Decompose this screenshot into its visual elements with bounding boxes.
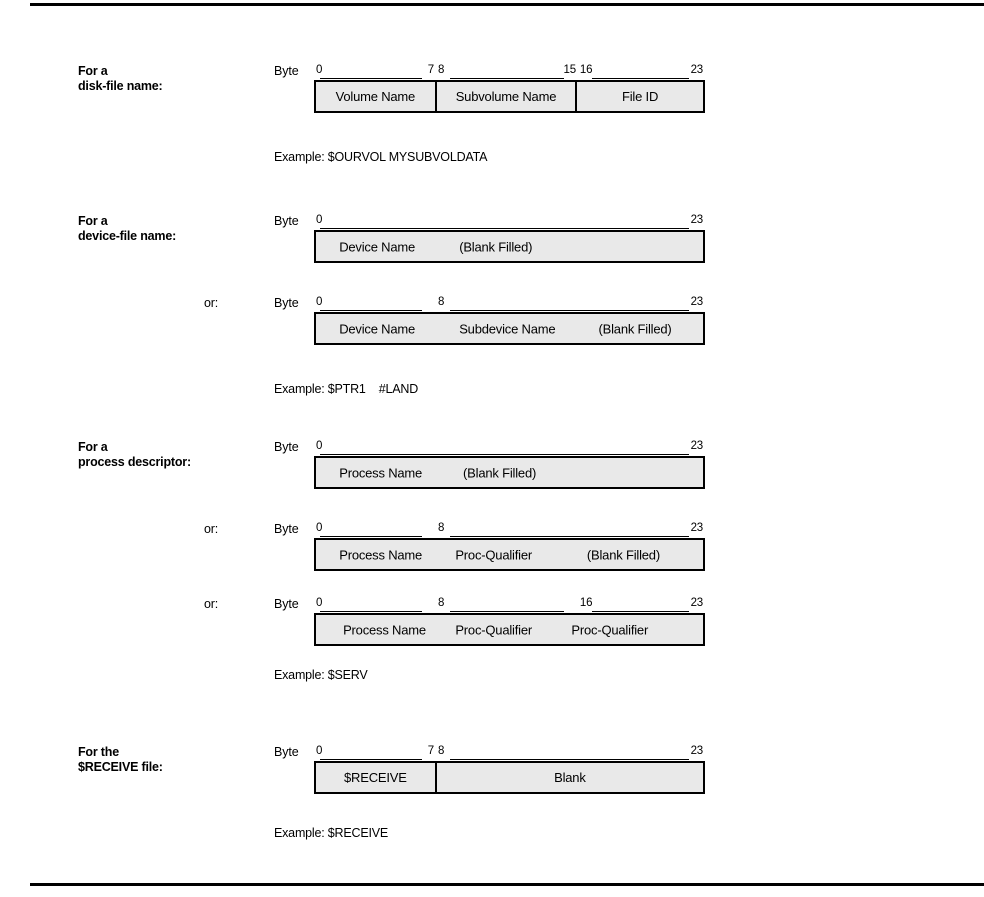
- byte-caption-disk-file-name: Byte: [274, 64, 299, 78]
- byte-offset-label: 0: [316, 522, 323, 534]
- byte-offset-label: 0: [316, 214, 323, 226]
- ruler-segment: [320, 611, 422, 612]
- byte-field: (Blank Filled): [463, 465, 537, 480]
- byte-field: (Blank Filled): [598, 321, 672, 336]
- section-label-process-descriptor-qualifier: or:: [204, 522, 218, 536]
- byte-offset-label: 0: [316, 296, 323, 308]
- byte-ruler-device-file-name-subdevice: 0 8 23: [314, 296, 705, 312]
- example-line-disk-file-name: Example: $OURVOL MYSUBVOLDATA: [274, 150, 488, 164]
- byte-field: Process Name: [343, 622, 426, 637]
- ruler-segment: [320, 759, 422, 760]
- section-label-process-descriptor-two-qualifiers: or:: [204, 597, 218, 611]
- byte-offset-label: 0: [316, 745, 323, 757]
- byte-ruler-process-descriptor: 0 23: [314, 440, 705, 456]
- byte-offset-label: 23: [690, 214, 704, 226]
- example-line-device-file-name-subdevice: Example: $PTR1 #LAND: [274, 382, 419, 396]
- byte-offset-label: 23: [690, 522, 704, 534]
- section-label-process-descriptor: For a process descriptor:: [78, 440, 191, 469]
- byte-offset-label: 23: [690, 597, 704, 609]
- byte-offset-label: 7: [427, 64, 434, 76]
- byte-field: Volume Name: [316, 82, 437, 111]
- ruler-segment: [449, 78, 564, 79]
- byte-caption-device-file-name-subdevice: Byte: [274, 296, 299, 310]
- ruler-segment: [449, 611, 564, 612]
- byte-field: Subvolume Name: [437, 82, 578, 111]
- byte-field: (Blank Filled): [459, 239, 533, 254]
- ruler-segment: [320, 454, 689, 455]
- byte-field: $RECEIVE: [316, 763, 437, 792]
- byte-field: Proc-Qualifier: [455, 547, 532, 562]
- byte-field: (Blank Filled): [586, 547, 660, 562]
- byte-layout-bar-device-file-name-subdevice: Device Name Subdevice Name (Blank Filled): [314, 312, 705, 345]
- byte-offset-label: 23: [690, 64, 704, 76]
- byte-offset-label: 8: [437, 745, 445, 757]
- byte-layout-bar-receive-file: $RECEIVE Blank: [314, 761, 705, 794]
- byte-caption-process-descriptor-two-qualifiers: Byte: [274, 597, 299, 611]
- section-label-receive-file: For the $RECEIVE file:: [78, 745, 163, 774]
- ruler-segment: [320, 536, 422, 537]
- byte-offset-label: 23: [690, 296, 704, 308]
- example-line-receive-file: Example: $RECEIVE: [274, 826, 389, 840]
- byte-field: Subdevice Name: [459, 321, 556, 336]
- byte-offset-label: 16: [579, 64, 593, 76]
- byte-offset-label: 8: [437, 522, 445, 534]
- byte-field: Process Name: [339, 547, 423, 562]
- byte-ruler-process-descriptor-two-qualifiers: 0 8 16 23: [314, 597, 705, 613]
- byte-offset-label: 8: [437, 64, 445, 76]
- byte-field: Proc-Qualifier: [571, 622, 649, 637]
- byte-layout-bar-process-descriptor-qualifier: Process Name Proc-Qualifier (Blank Filled): [314, 538, 705, 571]
- byte-offset-label: 15: [563, 64, 577, 76]
- byte-caption-process-descriptor-qualifier: Byte: [274, 522, 299, 536]
- ruler-segment: [320, 310, 422, 311]
- byte-field: Device Name: [339, 239, 416, 254]
- byte-offset-label: 0: [316, 64, 323, 76]
- byte-layout-bar-process-descriptor: Process Name (Blank Filled): [314, 456, 705, 489]
- section-label-disk-file-name: For a disk-file name:: [78, 64, 163, 93]
- byte-offset-label: 16: [579, 597, 593, 609]
- byte-offset-label: 0: [316, 440, 323, 452]
- ruler-segment: [320, 228, 689, 229]
- byte-field: Process Name: [339, 465, 423, 480]
- example-line-process-descriptor-two-qualifiers: Example: $SERV: [274, 668, 368, 682]
- byte-offset-label: 8: [437, 597, 445, 609]
- byte-field: Device Name: [339, 321, 416, 336]
- section-label-device-file-name-subdevice: or:: [204, 296, 218, 310]
- ruler-segment: [320, 78, 422, 79]
- ruler-segment: [591, 78, 689, 79]
- byte-caption-device-file-name: Byte: [274, 214, 299, 228]
- section-label-device-file-name: For a device-file name:: [78, 214, 177, 243]
- byte-caption-process-descriptor: Byte: [274, 440, 299, 454]
- byte-offset-label: 7: [427, 745, 434, 757]
- byte-offset-label: 0: [316, 597, 323, 609]
- page-top-rule: [30, 3, 984, 6]
- page-bottom-rule: [30, 883, 984, 886]
- byte-ruler-process-descriptor-qualifier: 0 8 23: [314, 522, 705, 538]
- byte-ruler-device-file-name: 0 23: [314, 214, 705, 230]
- byte-field: Proc-Qualifier: [455, 622, 532, 637]
- byte-offset-label: 23: [690, 440, 704, 452]
- byte-offset-label: 23: [690, 745, 704, 757]
- ruler-segment: [449, 759, 689, 760]
- byte-field: Blank: [554, 770, 586, 785]
- byte-layout-bar-device-file-name: Device Name (Blank Filled): [314, 230, 705, 263]
- byte-offset-label: 8: [437, 296, 445, 308]
- byte-layout-bar-process-descriptor-two-qualifiers: Process Name Proc-Qualifier Proc-Qualifier: [314, 613, 705, 646]
- byte-caption-receive-file: Byte: [274, 745, 299, 759]
- ruler-segment: [449, 536, 689, 537]
- byte-field: File ID: [622, 89, 659, 104]
- ruler-segment: [591, 611, 689, 612]
- ruler-segment: [449, 310, 689, 311]
